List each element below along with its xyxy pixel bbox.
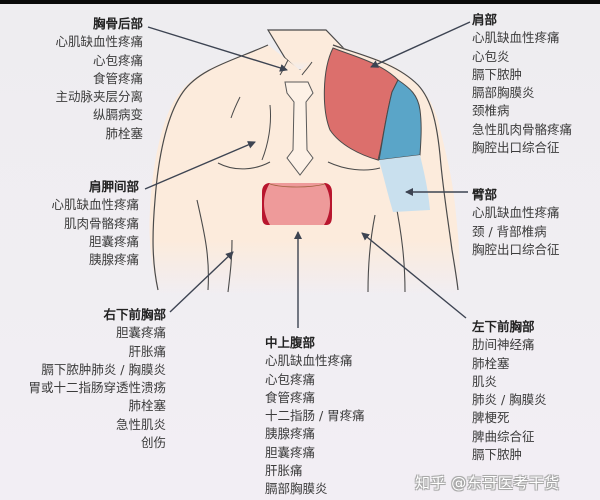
condition-item: 十二指肠 / 胃疼痛 xyxy=(265,408,365,424)
condition-item: 膈部胸膜炎 xyxy=(265,481,328,497)
arrow-shoulder xyxy=(370,21,471,68)
epigastric-region xyxy=(262,183,332,225)
pointer-arrows xyxy=(144,21,471,328)
condition-item: 肺栓塞 xyxy=(105,125,143,141)
condition-item: 膈下脓肿 xyxy=(472,66,523,82)
shoulder-red-region xyxy=(323,47,399,161)
arrow-retrosternal xyxy=(147,26,288,72)
condition-item: 肝胀痛 xyxy=(265,463,303,479)
label-group-right-lower-anterior: 右下前胸部 胆囊疼痛 肝胀痛 膈下脓肿肺炎 / 胸膜炎 胃或十二指肠穿透性溃疡 … xyxy=(28,306,166,452)
region-title: 左下前胸部 xyxy=(472,319,535,334)
condition-item: 胸腔出口综合征 xyxy=(472,241,560,257)
condition-item: 胸腔出口综合征 xyxy=(472,140,560,156)
condition-item: 肺炎 / 胸膜炎 xyxy=(472,392,547,408)
condition-item: 急性肌肉骨骼疼痛 xyxy=(472,121,573,137)
torso-illustration xyxy=(144,21,471,328)
diagram-canvas: 胸骨后部 心肌缺血性疼痛 心包疼痛 食管疼痛 主动脉夹层分离 纵膈病变 肺栓塞 … xyxy=(0,4,600,500)
condition-item: 心肌缺血性疼痛 xyxy=(51,197,139,213)
label-group-left-lower-anterior: 左下前胸部 肋间神经痛 肺栓塞 肌炎 肺炎 / 胸膜炎 脾梗死 脾曲综合征 膈下… xyxy=(472,318,547,464)
condition-item: 胃或十二指肠穿透性溃疡 xyxy=(28,380,166,396)
condition-item: 脾梗死 xyxy=(472,410,510,426)
label-group-retrosternal: 胸骨后部 心肌缺血性疼痛 心包疼痛 食管疼痛 主动脉夹层分离 纵膈病变 肺栓塞 xyxy=(55,15,143,143)
condition-item: 心包疼痛 xyxy=(265,371,316,387)
condition-item: 脾曲综合征 xyxy=(472,428,535,444)
condition-item: 心肌缺血性疼痛 xyxy=(472,30,560,46)
condition-item: 膈部胸膜炎 xyxy=(472,85,535,101)
region-title: 右下前胸部 xyxy=(103,307,166,322)
zhihu-watermark: 知乎 @东哥医考干货 xyxy=(415,474,560,492)
condition-item: 肝胀痛 xyxy=(128,343,166,359)
condition-item: 食管疼痛 xyxy=(92,70,143,86)
region-title: 肩胛间部 xyxy=(88,179,139,194)
region-title: 臂部 xyxy=(472,187,498,202)
condition-item: 心包疼痛 xyxy=(92,52,143,68)
condition-item: 心肌缺血性疼痛 xyxy=(472,205,560,221)
label-group-interscapular: 肩胛间部 心肌缺血性疼痛 肌肉骨骼疼痛 胆囊疼痛 胰腺疼痛 xyxy=(51,178,139,269)
condition-item: 急性肌炎 xyxy=(115,416,166,432)
condition-item: 胰腺疼痛 xyxy=(265,426,316,442)
condition-item: 肋间神经痛 xyxy=(472,337,535,353)
region-title: 中上腹部 xyxy=(265,335,316,350)
shoulder-blue-region xyxy=(378,79,422,161)
arrow-interscapular xyxy=(144,141,256,190)
arrow-right-lower xyxy=(169,251,234,313)
arm-light-blue-region xyxy=(379,155,430,212)
condition-item: 创伤 xyxy=(140,435,166,451)
condition-item: 纵膈病变 xyxy=(92,107,143,123)
condition-item: 胆囊疼痛 xyxy=(265,444,316,460)
condition-item: 肺栓塞 xyxy=(128,398,166,414)
arrow-left-lower xyxy=(361,232,467,319)
top-black-bar xyxy=(0,0,600,4)
condition-item: 颈 / 背部椎病 xyxy=(472,223,547,239)
region-title: 胸骨后部 xyxy=(92,16,143,31)
sternum-shape xyxy=(284,81,314,176)
condition-item: 心肌缺血性疼痛 xyxy=(55,34,143,50)
condition-item: 肌炎 xyxy=(472,373,498,389)
condition-item: 膈下脓肿肺炎 / 胸膜炎 xyxy=(41,361,166,377)
condition-item: 颈椎病 xyxy=(472,103,510,119)
condition-item: 主动脉夹层分离 xyxy=(55,89,143,105)
condition-item: 食管疼痛 xyxy=(265,389,316,405)
label-group-mid-upper-abdomen: 中上腹部 心肌缺血性疼痛 心包疼痛 食管疼痛 十二指肠 / 胃疼痛 胰腺疼痛 胆… xyxy=(265,334,365,499)
condition-item: 膈下脓肿 xyxy=(472,447,523,463)
condition-item: 胆囊疼痛 xyxy=(88,233,139,249)
label-group-arm: 臂部 心肌缺血性疼痛 颈 / 背部椎病 胸腔出口综合征 xyxy=(472,186,560,259)
region-title: 肩部 xyxy=(472,12,498,27)
condition-item: 心肌缺血性疼痛 xyxy=(265,353,353,369)
condition-item: 肺栓塞 xyxy=(472,355,510,371)
condition-item: 胆囊疼痛 xyxy=(115,325,166,341)
condition-item: 胰腺疼痛 xyxy=(88,252,139,268)
condition-item: 心包炎 xyxy=(472,48,510,64)
label-group-shoulder: 肩部 心肌缺血性疼痛 心包炎 膈下脓肿 膈部胸膜炎 颈椎病 急性肌肉骨骼疼痛 胸… xyxy=(472,11,572,157)
condition-item: 肌肉骨骼疼痛 xyxy=(63,215,139,231)
